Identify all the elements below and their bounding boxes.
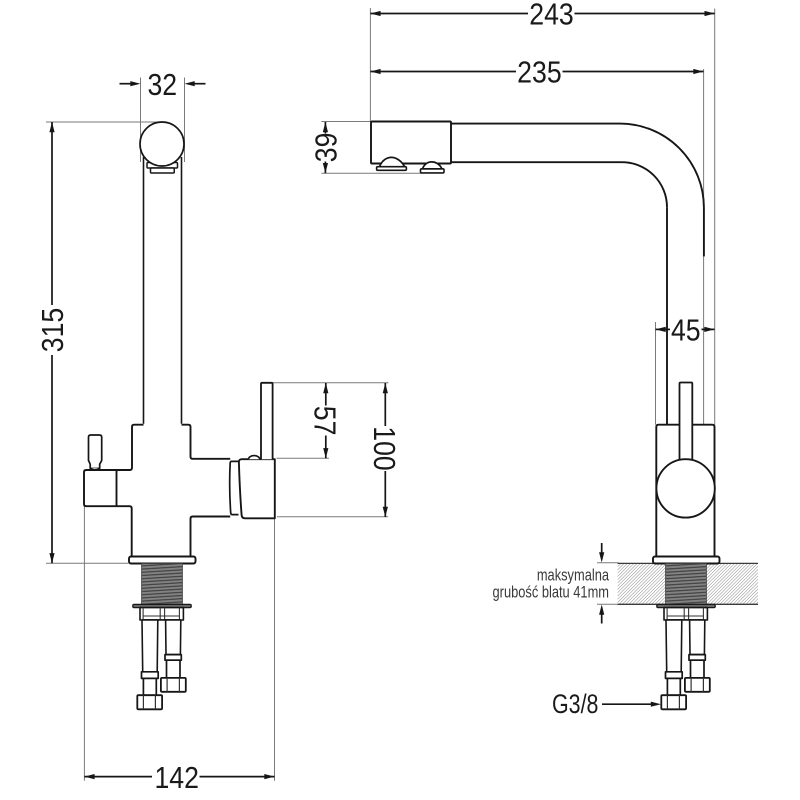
svg-text:grubość blatu 41mm: grubość blatu 41mm xyxy=(493,584,609,602)
svg-text:39: 39 xyxy=(310,133,344,163)
svg-text:45: 45 xyxy=(671,314,701,348)
svg-text:G3/8: G3/8 xyxy=(552,690,598,720)
svg-text:100: 100 xyxy=(367,426,401,470)
svg-text:57: 57 xyxy=(307,406,341,436)
svg-text:32: 32 xyxy=(147,68,177,102)
svg-text:243: 243 xyxy=(529,0,573,32)
svg-text:235: 235 xyxy=(517,56,561,90)
svg-text:315: 315 xyxy=(36,308,70,352)
svg-text:142: 142 xyxy=(154,761,198,795)
svg-text:maksymalna: maksymalna xyxy=(537,567,610,585)
